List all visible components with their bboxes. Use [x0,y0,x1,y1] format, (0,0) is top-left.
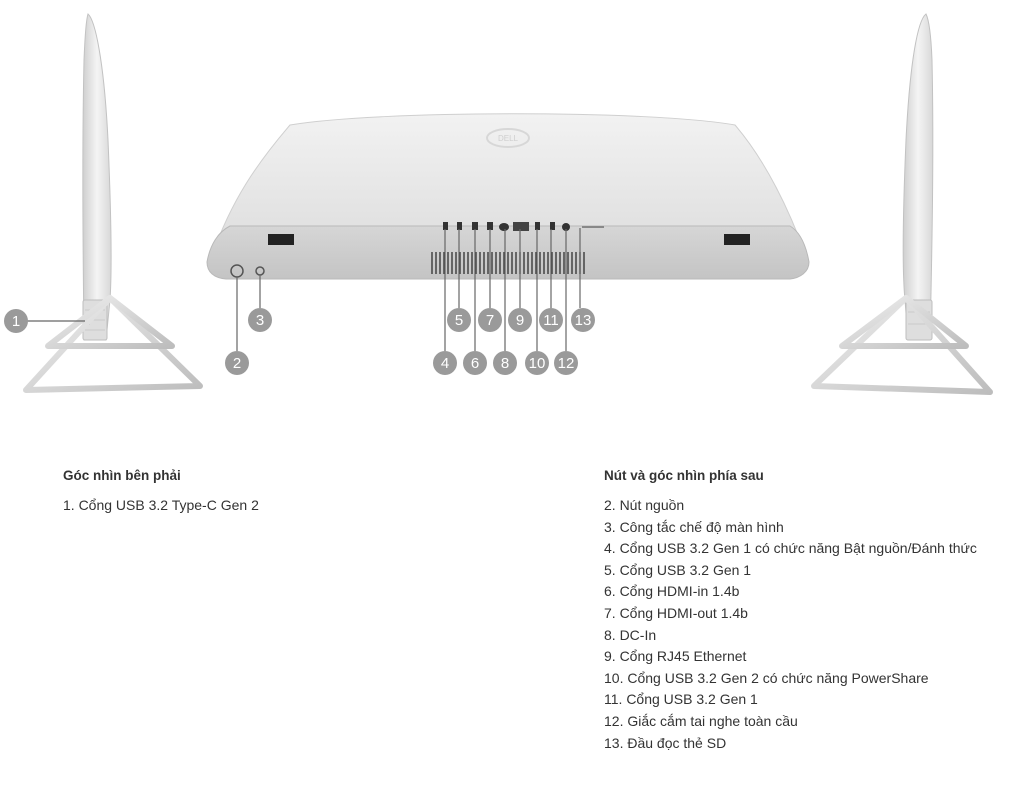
rear-view-monitor: DELL [206,113,810,280]
right-view-heading: Góc nhìn bên phải [63,468,181,483]
svg-text:13: 13 [575,312,592,329]
svg-text:5: 5 [455,312,463,329]
svg-text:8: 8 [501,355,509,372]
vent-grille [431,252,585,274]
product-illustration: DELL [4,13,993,395]
list-item: 10. Cổng USB 3.2 Gen 2 có chức năng Powe… [604,669,929,686]
svg-text:9: 9 [516,312,524,329]
callout-4: 4 [433,351,457,375]
callout-12: 12 [554,351,578,375]
list-item: 11. Cổng USB 3.2 Gen 1 [604,691,758,708]
callout-7: 7 [478,308,502,332]
right-view-list: 1. Cổng USB 3.2 Type-C Gen 2 [63,495,259,517]
callout-6: 6 [463,351,487,375]
rear-view-heading: Nút và góc nhìn phía sau [604,468,764,483]
list-item: 8. DC-In [604,626,657,643]
callout-3: 3 [248,308,272,332]
callout-10: 10 [525,351,549,375]
svg-text:4: 4 [441,355,449,372]
rear-view-section: Nút và góc nhìn phía sau 2. Nút nguồn 3.… [604,468,977,754]
svg-text:11: 11 [543,312,559,329]
svg-text:10: 10 [529,355,546,372]
list-item: 12. Giắc cắm tai nghe toàn cầu [604,712,798,729]
svg-text:7: 7 [486,312,494,329]
left-side-view-monitor [902,13,934,341]
list-item: 3. Công tắc chế độ màn hình [604,518,784,535]
rear-view-list: 2. Nút nguồn 3. Công tắc chế độ màn hình… [604,495,977,754]
list-item: 7. Cổng HDMI-out 1.4b [604,604,748,621]
list-item: 9. Cổng RJ45 Ethernet [604,648,747,665]
svg-text:12: 12 [558,355,575,372]
left-stand [23,295,203,393]
svg-text:6: 6 [471,355,479,372]
dell-logo: DELL [498,134,519,143]
right-side-view-monitor [82,13,112,341]
svg-text:3: 3 [256,312,264,329]
svg-text:1: 1 [12,313,20,330]
callout-9: 9 [508,308,532,332]
svg-text:2: 2 [233,355,241,372]
right-stand [811,295,993,395]
list-item: 5. Cổng USB 3.2 Gen 1 [604,561,752,578]
list-item: 2. Nút nguồn [604,497,685,513]
list-item: 13. Đầu đọc thẻ SD [604,734,727,751]
rear-ports [443,222,604,231]
callout-5: 5 [447,308,471,332]
callout-11: 11 [539,308,563,332]
right-view-section: Góc nhìn bên phải 1. Cổng USB 3.2 Type-C… [63,468,259,517]
callout-13: 13 [571,308,595,332]
list-item: 6. Cổng HDMI-in 1.4b [604,583,740,600]
list-item: 4. Cổng USB 3.2 Gen 1 có chức năng Bật n… [604,540,977,557]
callout-1: 1 [4,309,28,333]
list-item: 1. Cổng USB 3.2 Type-C Gen 2 [63,497,259,513]
callout-8: 8 [493,351,517,375]
callout-2: 2 [225,351,249,375]
